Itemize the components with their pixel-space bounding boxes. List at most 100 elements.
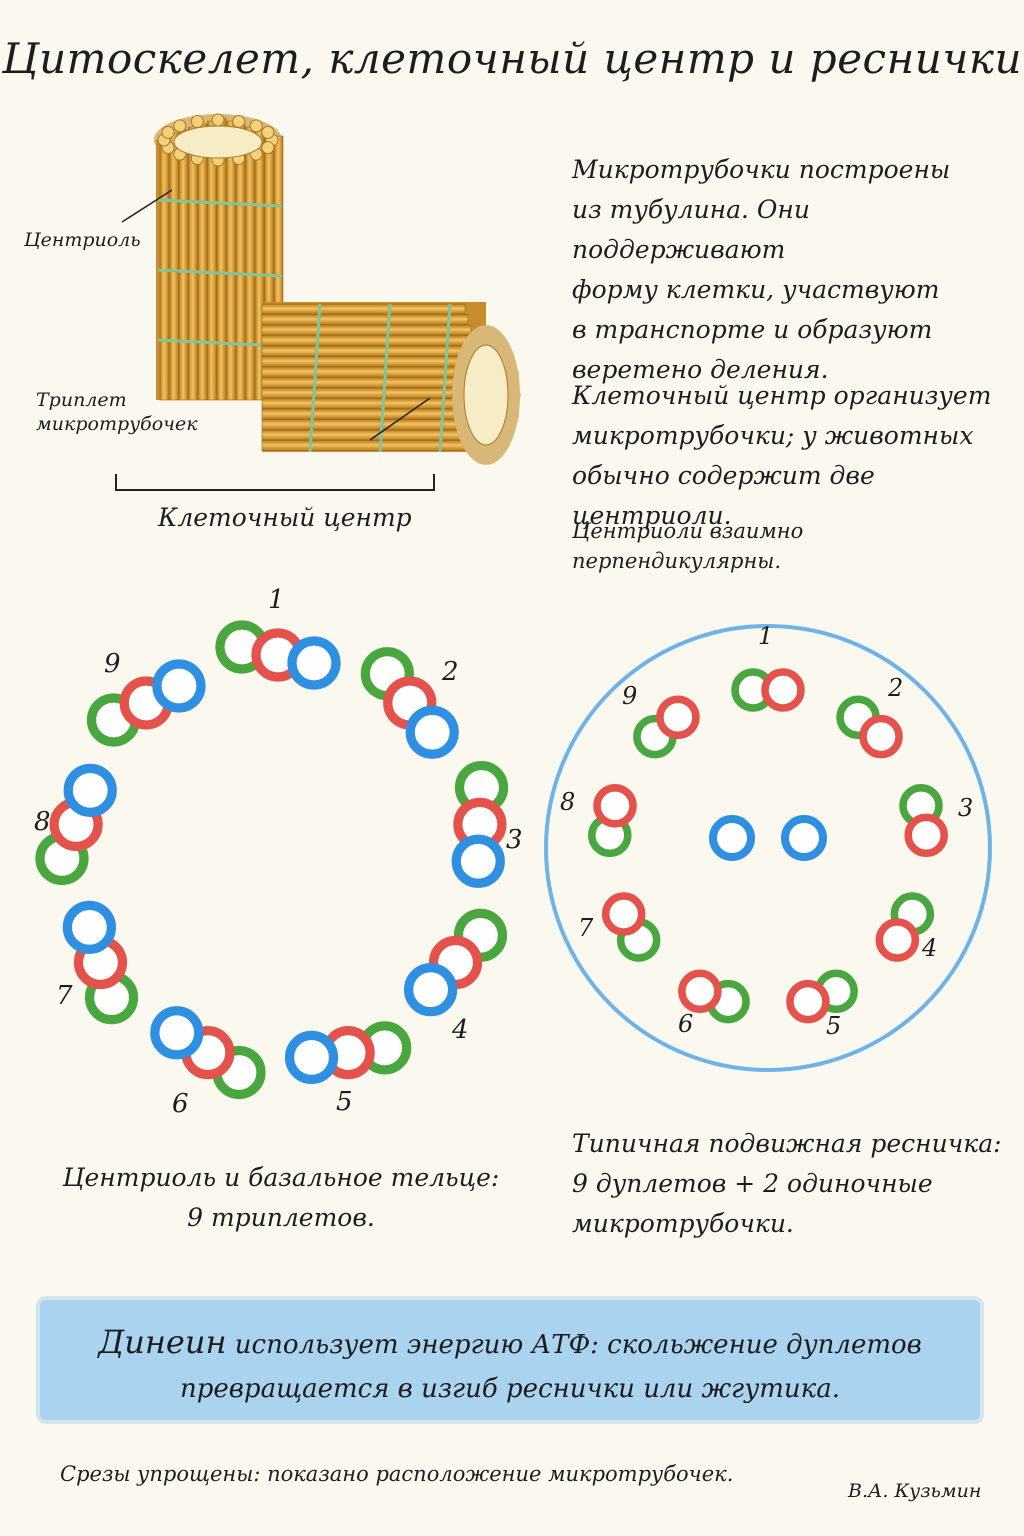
tube-opening — [232, 115, 246, 129]
triplet-tubule — [403, 963, 458, 1017]
triplet — [35, 763, 117, 886]
footnote: Срезы упрощены: показано расположение ми… — [60, 1462, 734, 1486]
triplet — [86, 659, 206, 747]
dynein-banner — [40, 1300, 980, 1420]
tube-opening — [190, 115, 204, 129]
triplet-label: Триплет микротрубочек — [36, 389, 198, 435]
microtubule-horizontal — [261, 324, 472, 336]
doublet-caption: Типичная подвижная ресничка: 9 дуплетов … — [572, 1129, 1002, 1238]
doublet-number: 1 — [758, 622, 774, 650]
doublet-number: 4 — [922, 934, 938, 962]
dynein-line2: превращается в изгиб реснички или жгутик… — [180, 1374, 840, 1404]
triplet-number: 9 — [104, 649, 121, 679]
doublet-b-tubule — [656, 695, 700, 740]
microtubule-horizontal — [261, 366, 484, 378]
linker-strand — [157, 268, 283, 278]
doublet-b-tubule — [593, 784, 637, 828]
centriole-leader-line — [121, 189, 173, 223]
tube-opening — [161, 125, 175, 139]
microtubule-horizontal — [261, 408, 478, 420]
author-signature: В.А. Кузьмин — [848, 1480, 982, 1502]
triplet-number: 5 — [336, 1087, 353, 1117]
triplet-caption: Центриоль и базальное тельце: 9 триплето… — [62, 1163, 500, 1232]
doublet-number: 5 — [826, 1012, 842, 1040]
microtubule-paragraph: Микротрубочки построены из тубулина. Они… — [572, 155, 951, 384]
triplet — [451, 760, 509, 888]
page-title: Цитоскелет, клеточный центр и реснички — [1, 34, 1023, 83]
microtubule-horizontal — [261, 314, 469, 325]
triplet-number: 4 — [452, 1015, 469, 1045]
doublet — [836, 695, 903, 759]
doublet-b-tubule — [601, 892, 646, 936]
linker-strand — [157, 338, 283, 348]
doublet — [601, 892, 661, 962]
microtubule-vertical — [197, 123, 208, 401]
doublet — [786, 969, 858, 1024]
triplet-tubule — [451, 834, 505, 888]
doublet-b-tubule — [859, 714, 903, 759]
linker-strand — [438, 303, 452, 453]
triplet-leader-line — [369, 397, 431, 441]
doublet-b-tubule — [761, 668, 805, 712]
microtubule-vertical — [245, 126, 255, 401]
perpendicular-note: Центриоли взаимно перпендикулярны. — [572, 519, 804, 573]
triplet-tubule — [405, 705, 459, 759]
triplet-tubule — [63, 763, 117, 817]
central-singlet — [709, 815, 755, 861]
doublet-number: 9 — [622, 682, 638, 710]
microtubule-vertical — [235, 123, 246, 401]
triplet-tubule — [284, 1030, 339, 1085]
triplet — [403, 908, 508, 1017]
triplet — [150, 1006, 266, 1100]
microtubule-vertical — [178, 129, 189, 401]
linker-strand — [308, 303, 322, 453]
triplet — [62, 900, 139, 1025]
microtubule-vertical — [188, 126, 198, 401]
linker-strand — [378, 303, 392, 453]
triplet-number: 6 — [172, 1089, 189, 1119]
central-singlet — [781, 815, 827, 861]
doublet — [875, 892, 935, 962]
cell-center-label: Клеточный центр — [158, 503, 412, 532]
microtubule-vertical — [169, 132, 179, 401]
doublet-number: 2 — [888, 674, 904, 702]
cell-center-paragraph: Клеточный центр организует микротрубочки… — [572, 381, 992, 530]
triplet — [360, 647, 459, 759]
microtubule-horizontal — [261, 303, 466, 315]
cell-center-bracket — [115, 474, 435, 491]
triplet-tubule — [287, 636, 341, 690]
centriole-label: Центриоль — [24, 229, 141, 251]
horizontal-centriole — [261, 302, 521, 465]
triplet-number: 7 — [56, 981, 73, 1011]
doublet-b-tubule — [786, 979, 830, 1024]
doublet-number: 3 — [958, 794, 974, 822]
doublet — [588, 784, 637, 858]
microtubule-horizontal — [261, 398, 481, 409]
doublet-b-tubule — [904, 813, 948, 858]
triplet — [215, 620, 341, 690]
tube-opening — [173, 119, 187, 133]
doublet — [899, 784, 948, 858]
doublet-b-tubule — [875, 918, 920, 962]
microtubule-horizontal — [261, 335, 475, 346]
tube-opening — [211, 113, 225, 127]
microtubule-vertical — [159, 135, 170, 401]
doublet — [633, 695, 700, 759]
microtubule-horizontal — [261, 387, 484, 399]
cilium-membrane — [544, 624, 992, 1072]
triplet-tubule — [150, 1006, 204, 1060]
microtubule-horizontal — [261, 345, 478, 357]
tube-opening — [261, 141, 275, 155]
tube-opening — [261, 125, 275, 139]
dynein-line1: использует энергию АТФ: скольжение дупле… — [226, 1330, 922, 1360]
triplet — [284, 1021, 412, 1085]
doublet-cross-section — [588, 668, 948, 1024]
doublet-number: 7 — [578, 914, 594, 942]
triplet-number: 8 — [34, 807, 51, 837]
doublet — [731, 668, 805, 712]
tube-opening — [249, 119, 263, 133]
doublet — [678, 969, 750, 1024]
triplet-cross-section — [35, 620, 509, 1100]
dynein-text: Динеин использует энергию АТФ: скольжени… — [40, 1320, 980, 1411]
